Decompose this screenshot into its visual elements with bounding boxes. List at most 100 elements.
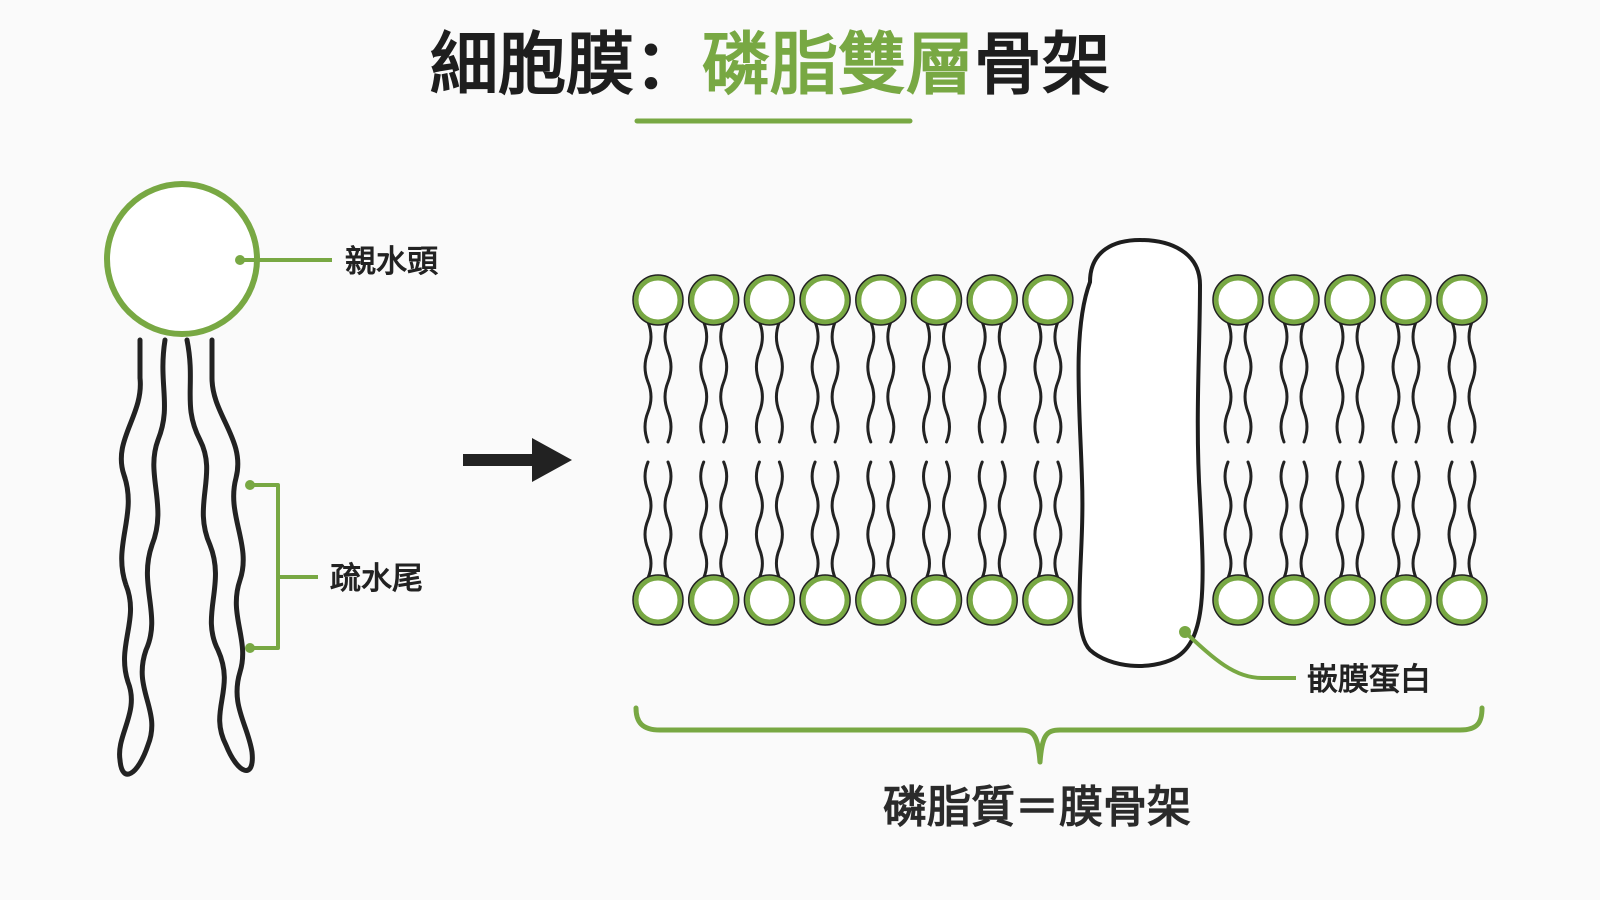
upper-head <box>689 275 739 325</box>
upper-tail <box>1223 320 1233 444</box>
embedded-protein-label: 嵌膜蛋白 <box>1307 662 1431 698</box>
upper-tail <box>1391 320 1401 444</box>
head-outline <box>1380 274 1432 326</box>
membrane-bracket <box>633 705 1485 765</box>
head-outline <box>1268 274 1320 326</box>
phospholipid-pair <box>910 274 963 626</box>
lower-tail <box>1391 460 1401 580</box>
lower-tail <box>1355 460 1365 580</box>
phospholipid-pair <box>1380 274 1432 626</box>
upper-tail <box>643 320 653 444</box>
phospholipid-pair <box>799 274 851 626</box>
upper-tail <box>1335 320 1345 444</box>
bottom-caption: 磷脂質＝膜骨架 <box>883 782 1191 833</box>
lower-tail <box>866 460 876 580</box>
lower-tail <box>1223 460 1233 580</box>
upper-head <box>1213 275 1263 325</box>
lower-head <box>689 575 739 625</box>
phospholipid-pair <box>855 274 907 626</box>
upper-tail <box>1355 320 1365 444</box>
lower-tail <box>977 460 987 580</box>
lower-head <box>1325 575 1375 625</box>
phospholipid-pair <box>1436 274 1488 626</box>
upper-head <box>912 275 961 325</box>
lower-head <box>1381 575 1431 625</box>
title-prefix: 細胞膜： <box>430 26 702 105</box>
upper-tail <box>830 320 840 444</box>
lower-tail <box>922 460 931 580</box>
upper-tail <box>1033 320 1043 444</box>
title-suffix: 骨架 <box>974 26 1110 105</box>
upper-tail <box>754 320 764 444</box>
title: 細胞膜：磷脂雙層骨架 <box>430 26 1110 105</box>
upper-tail <box>1279 320 1289 444</box>
upper-head <box>633 275 683 325</box>
head-outline <box>1022 574 1074 626</box>
upper-head <box>967 275 1017 325</box>
lower-head <box>1213 575 1263 625</box>
lower-head <box>1269 575 1319 625</box>
lower-head <box>856 575 906 625</box>
head-outline <box>1324 274 1376 326</box>
lower-tail <box>1411 460 1421 580</box>
head-outline <box>855 274 907 326</box>
head-outline <box>632 274 684 326</box>
lower-head <box>800 575 850 625</box>
head-outline <box>1380 574 1432 626</box>
head-outline <box>1324 574 1376 626</box>
lower-tail <box>1053 460 1063 580</box>
lower-tail <box>886 460 896 580</box>
head-outline <box>1268 574 1320 626</box>
hydrophobic-tail-callout: 疏水尾 <box>245 480 423 653</box>
head-outline <box>632 574 684 626</box>
upper-tail <box>663 320 673 444</box>
upper-tail <box>977 320 987 444</box>
phospholipid-pair <box>632 274 684 626</box>
head-outline <box>966 274 1018 326</box>
head-outline <box>799 274 851 326</box>
lower-tail <box>1279 460 1289 580</box>
lower-tail <box>1467 460 1477 580</box>
phospholipid-pair <box>1212 274 1264 626</box>
embedded-protein <box>1076 237 1205 668</box>
lower-tail <box>830 460 840 580</box>
phospholipid-pair <box>1324 274 1376 626</box>
phospholipid-bilayer <box>632 274 1488 626</box>
head-outline <box>910 274 963 326</box>
upper-head <box>800 275 850 325</box>
upper-tail <box>1447 320 1457 444</box>
phospholipid-pair <box>1268 274 1320 626</box>
phospholipid-tails <box>117 337 255 777</box>
hydrophilic-head-label: 親水頭 <box>345 244 439 280</box>
upper-head <box>1325 275 1375 325</box>
phospholipid-pair <box>1022 274 1074 626</box>
lower-tail <box>997 460 1007 580</box>
head-outline <box>966 574 1018 626</box>
title-highlight: 磷脂雙層 <box>702 26 974 105</box>
lower-head <box>633 575 683 625</box>
upper-tail <box>719 320 729 444</box>
upper-head <box>744 275 794 325</box>
lower-tail <box>1033 460 1043 580</box>
head-outline <box>799 574 851 626</box>
head-outline <box>855 574 907 626</box>
lower-tail <box>774 460 784 580</box>
lower-tail <box>663 460 673 580</box>
lower-tail <box>643 460 653 580</box>
upper-tail <box>942 320 951 444</box>
upper-tail <box>886 320 896 444</box>
head-outline <box>910 574 963 626</box>
head-outline <box>687 274 740 326</box>
hydrophobic-tail-label: 疏水尾 <box>330 561 423 597</box>
head-outline <box>1436 574 1488 626</box>
phospholipid-molecule <box>104 181 260 777</box>
phospholipid-pair <box>687 274 740 626</box>
upper-tail <box>1243 320 1253 444</box>
hydrophilic-head-circle <box>104 181 260 337</box>
lower-head <box>744 575 794 625</box>
upper-tail <box>774 320 784 444</box>
upper-tail <box>866 320 876 444</box>
lower-tail <box>942 460 951 580</box>
lower-head <box>1023 575 1073 625</box>
